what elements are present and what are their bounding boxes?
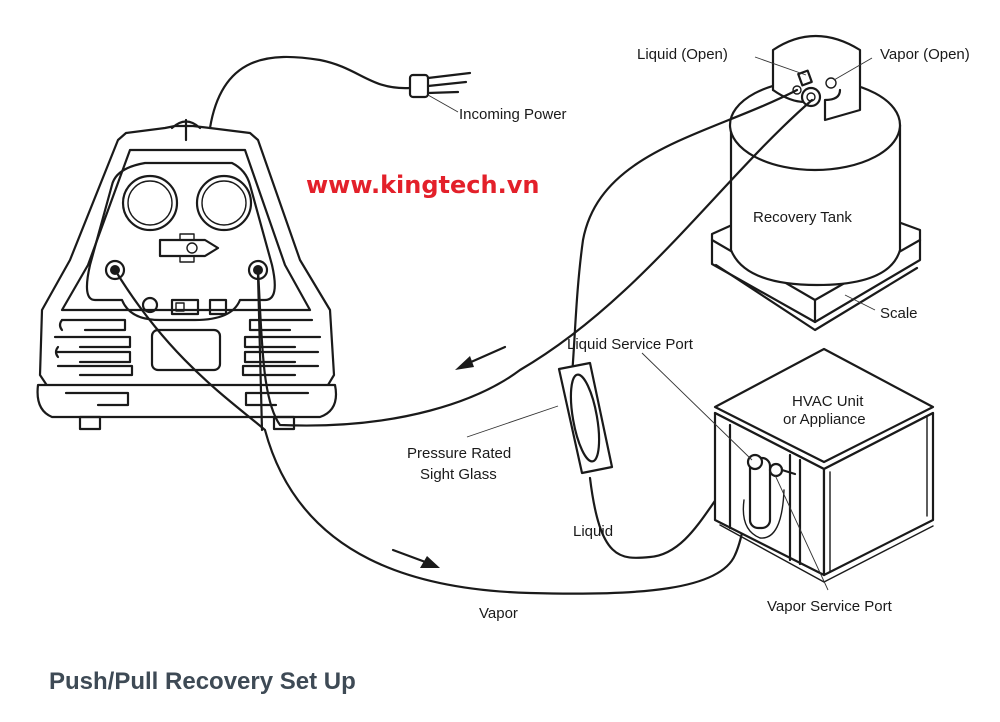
right-vents bbox=[241, 318, 322, 377]
diagram-caption: Push/Pull Recovery Set Up bbox=[49, 668, 356, 695]
label-liquid-open: Liquid (Open) bbox=[637, 46, 728, 63]
display-window bbox=[150, 328, 222, 372]
flow-arrow-discharge bbox=[455, 345, 507, 370]
power-cord bbox=[208, 55, 412, 130]
label-recovery-tank: Recovery Tank bbox=[753, 209, 852, 226]
foot-left bbox=[78, 415, 102, 431]
liquid-hose-upper bbox=[570, 88, 799, 377]
recovery-machine bbox=[36, 118, 338, 431]
indicator-light bbox=[141, 296, 159, 314]
foot-right bbox=[272, 415, 296, 431]
label-vapor-open: Vapor (Open) bbox=[880, 46, 970, 63]
label-liquid-service-port: Liquid Service Port bbox=[567, 336, 694, 353]
valve-knob bbox=[158, 233, 220, 263]
gauge-low-side bbox=[121, 174, 179, 232]
recovery-tank bbox=[728, 34, 902, 287]
left-vents bbox=[53, 318, 134, 377]
label-incoming-power: Incoming Power bbox=[459, 106, 567, 123]
vapor-hose bbox=[113, 268, 750, 595]
flow-arrow-vapor bbox=[391, 548, 440, 568]
gauge-high-side bbox=[195, 174, 253, 232]
label-sight-glass: Sight Glass bbox=[420, 466, 497, 483]
fuse-holder bbox=[208, 298, 228, 316]
discharge-hose bbox=[256, 98, 814, 427]
power-switch bbox=[170, 298, 200, 316]
label-vapor: Vapor bbox=[479, 605, 518, 622]
label-hvac-unit-line2: or Appliance bbox=[783, 411, 866, 428]
sight-glass bbox=[557, 361, 614, 475]
label-liquid: Liquid bbox=[573, 523, 613, 540]
label-hvac-unit-line1: HVAC Unit bbox=[792, 393, 864, 410]
hvac-service-ports bbox=[742, 453, 797, 539]
label-vapor-service-port: Vapor Service Port bbox=[767, 598, 893, 615]
label-scale: Scale bbox=[880, 305, 918, 322]
hvac-unit bbox=[713, 347, 935, 583]
power-plug bbox=[408, 71, 472, 99]
label-pressure-rated: Pressure Rated bbox=[407, 445, 511, 462]
watermark: www.kingtech.vn bbox=[306, 171, 539, 199]
